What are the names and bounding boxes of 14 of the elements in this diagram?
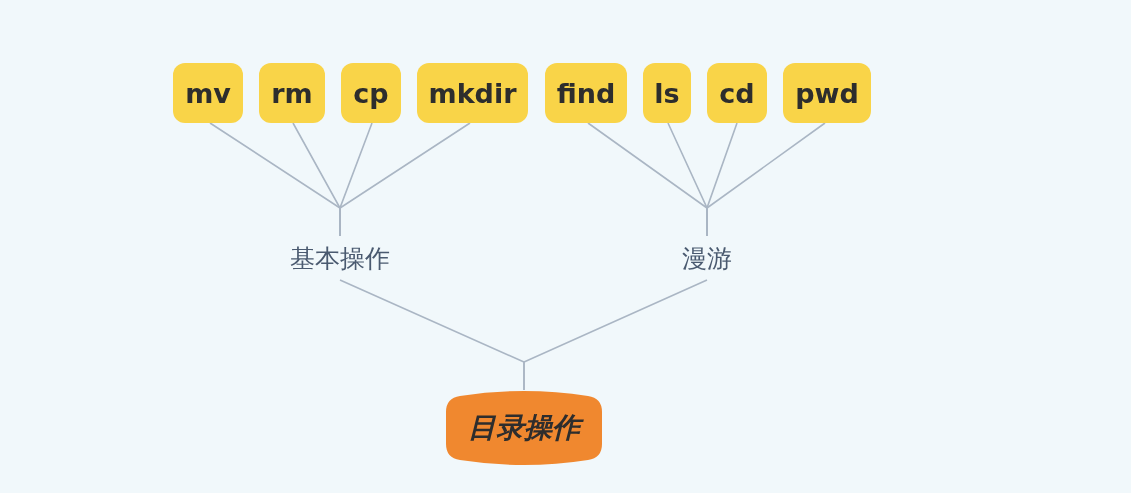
command-box: pwd xyxy=(783,63,871,123)
category-label: 漫游 xyxy=(667,236,747,280)
command-box: rm xyxy=(259,63,325,123)
root-node: 目录操作 xyxy=(446,390,602,466)
category-label: 基本操作 xyxy=(282,236,398,280)
connector-line xyxy=(706,122,826,237)
command-box: find xyxy=(545,63,627,123)
command-box: mkdir xyxy=(417,63,528,123)
command-box: ls xyxy=(643,63,691,123)
command-box: cd xyxy=(707,63,767,123)
command-box: mv xyxy=(173,63,243,123)
connector-line xyxy=(339,122,471,237)
command-box: cp xyxy=(341,63,401,123)
connector-line xyxy=(523,279,708,391)
